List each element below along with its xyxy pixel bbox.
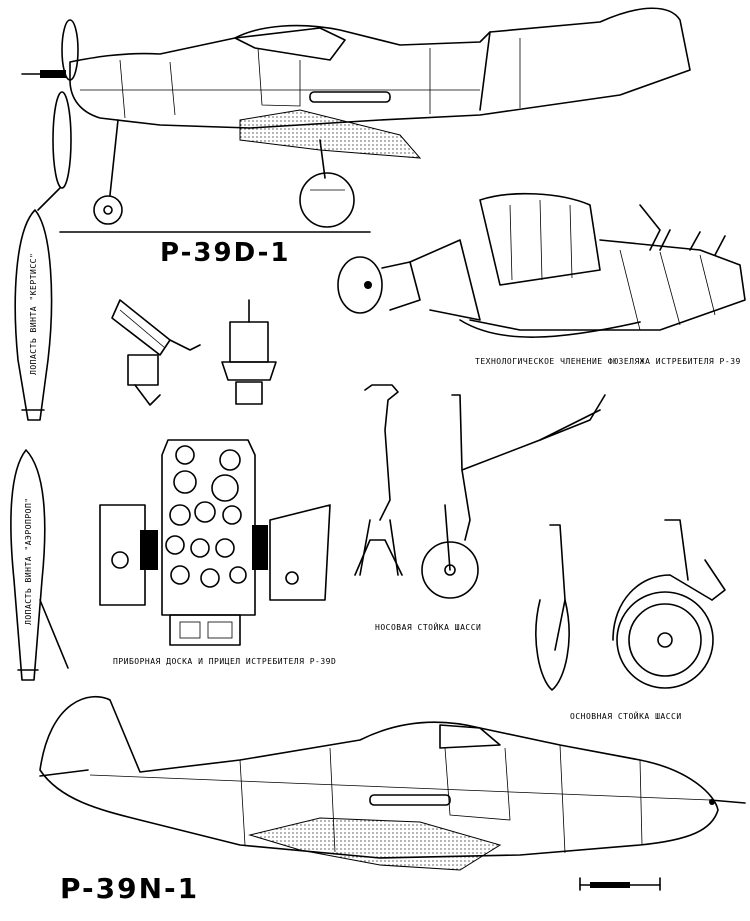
propeller-blade-icon (10, 187, 69, 681)
scale-bar-icon (579, 877, 661, 891)
fuselage-breakdown-caption: ТЕХНОЛОГИЧЕСКОЕ ЧЛЕНЕНИЕ ФЮЗЕЛЯЖА ИСТРЕБ… (475, 357, 741, 366)
instrument-panel-icon (99, 439, 331, 646)
bottom-aircraft-title: P-39N-1 (60, 872, 200, 905)
nose-gear-icon (354, 384, 606, 599)
gun-sight-assembly-icon (111, 299, 277, 406)
main-gear-caption: ОСНОВНАЯ СТОЙКА ШАССИ (570, 712, 682, 721)
instrument-panel-caption: ПРИБОРНАЯ ДОСКА И ПРИЦЕЛ ИСТРЕБИТЕЛЯ Р-3… (113, 657, 337, 666)
p39d1-side-view-icon (21, 7, 691, 233)
aeroprop-blade-label: ЛОПАСТЬ ВИНТА "АЭРОПРОП" (24, 497, 33, 625)
nose-gear-caption: НОСОВАЯ СТОЙКА ШАССИ (375, 623, 482, 632)
fuselage-breakdown-icon (337, 192, 746, 338)
p39n1-side-view-icon (39, 696, 746, 871)
top-aircraft-title: P-39D-1 (160, 238, 291, 268)
curtiss-blade-label: ЛОПАСТЬ ВИНТА "КЕРТИСС" (29, 252, 38, 375)
main-gear-icon (535, 519, 726, 691)
